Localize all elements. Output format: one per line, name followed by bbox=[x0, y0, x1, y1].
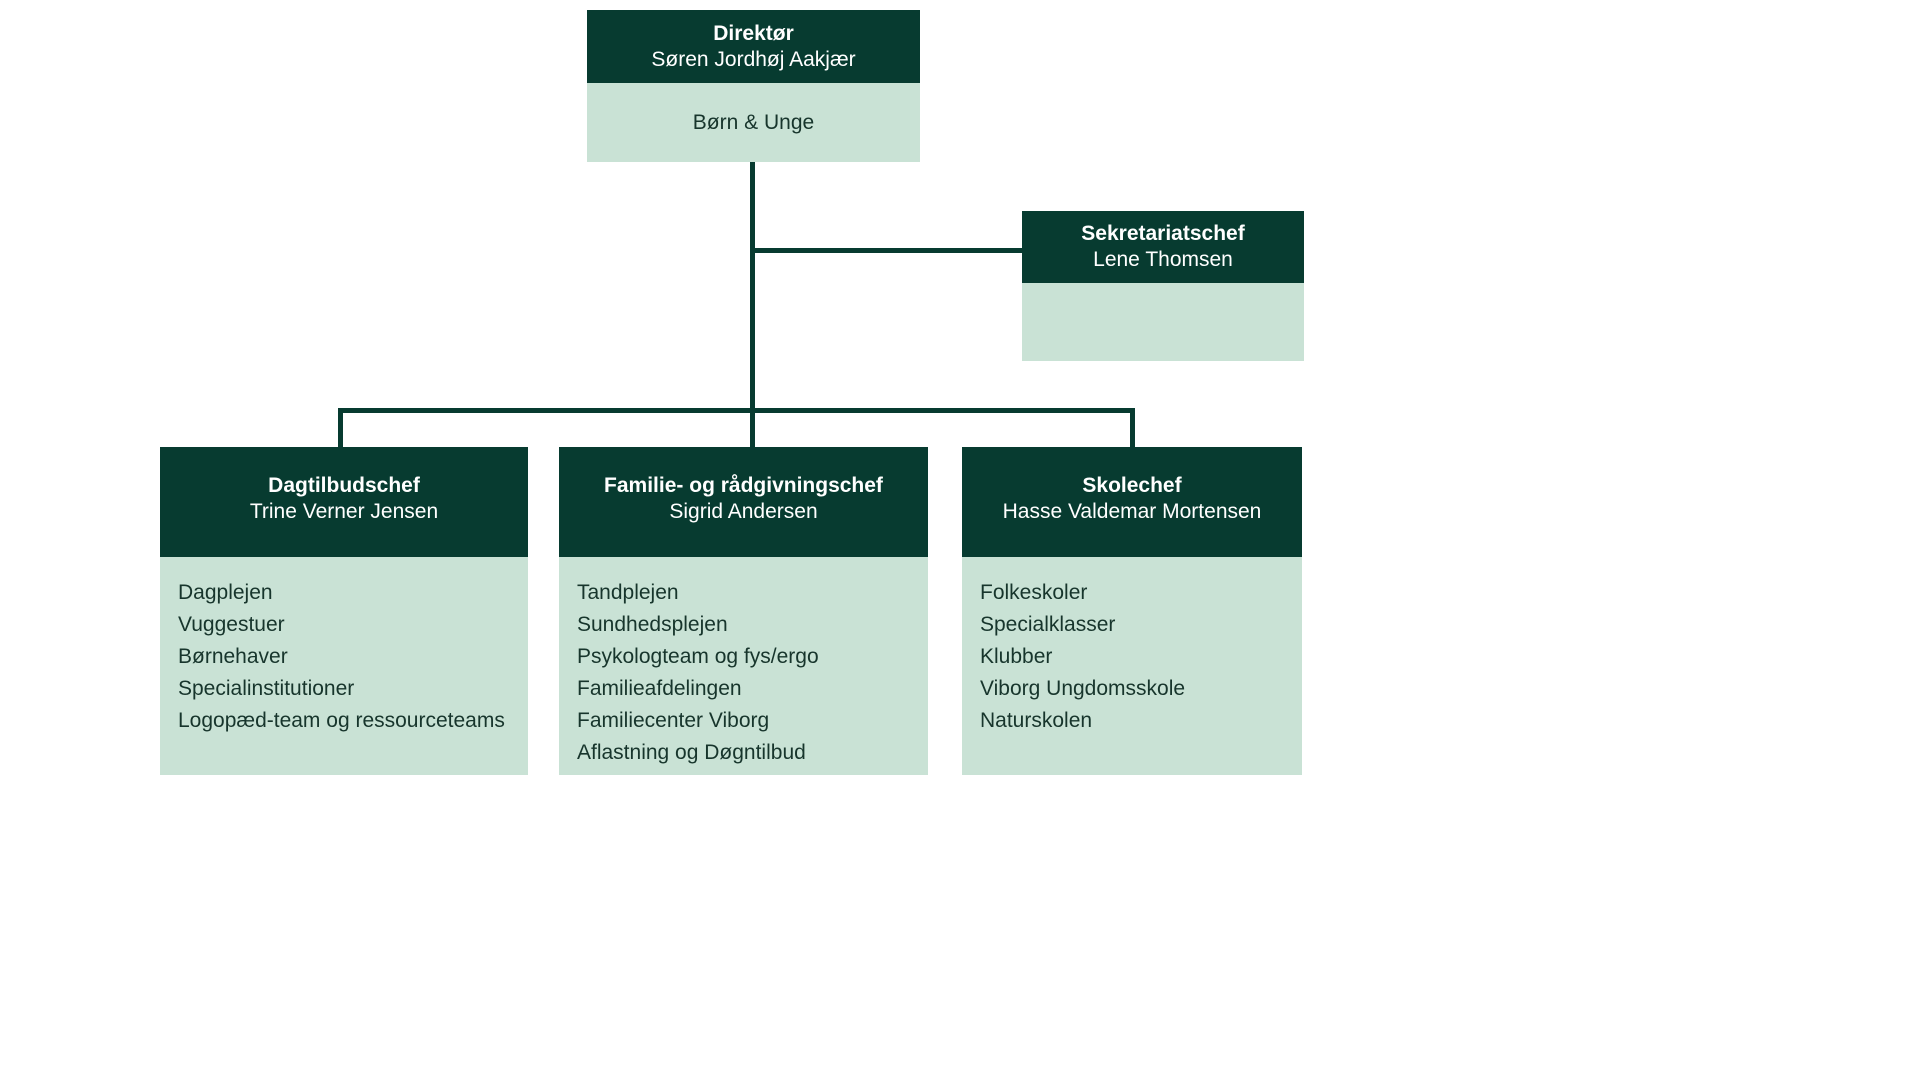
connector-line-horizontal-main bbox=[338, 408, 1135, 413]
org-box-dagtilbud-header: Dagtilbudschef Trine Verner Jensen bbox=[160, 447, 528, 557]
unit-item: Vuggestuer bbox=[178, 613, 285, 636]
dagtilbud-title: Dagtilbudschef bbox=[268, 474, 420, 497]
org-box-dagtilbud-body: Dagplejen Vuggestuer Børnehaver Speciali… bbox=[160, 557, 528, 775]
connector-line-vertical-main bbox=[750, 161, 755, 447]
familie-title: Familie- og rådgivningschef bbox=[604, 474, 883, 497]
org-box-skole-body: Folkeskoler Specialklasser Klubber Vibor… bbox=[962, 557, 1302, 775]
unit-item: Psykologteam og fys/ergo bbox=[577, 645, 819, 668]
secretariat-name: Lene Thomsen bbox=[1093, 248, 1233, 271]
unit-item: Viborg Ungdomsskole bbox=[980, 677, 1186, 700]
unit-item: Naturskolen bbox=[980, 709, 1093, 732]
director-department-label: Børn & Unge bbox=[692, 110, 815, 134]
org-box-director: Direktør Søren Jordhøj Aakjær Børn & Ung… bbox=[587, 10, 920, 162]
org-box-secretariat-header: Sekretariatschef Lene Thomsen bbox=[1022, 211, 1304, 283]
org-box-director-body: Børn & Unge bbox=[587, 83, 920, 162]
org-box-skole-header: Skolechef Hasse Valdemar Mortensen bbox=[962, 447, 1302, 557]
director-title: Direktør bbox=[713, 21, 794, 45]
dagtilbud-unit-list: Dagplejen Vuggestuer Børnehaver Speciali… bbox=[160, 557, 528, 737]
unit-item: Sundhedsplejen bbox=[577, 613, 728, 636]
familie-unit-list: Tandplejen Sundhedsplejen Psykologteam o… bbox=[559, 557, 928, 769]
skole-title: Skolechef bbox=[1082, 474, 1182, 497]
familie-name: Sigrid Andersen bbox=[669, 500, 818, 523]
org-box-skole: Skolechef Hasse Valdemar Mortensen Folke… bbox=[962, 447, 1302, 775]
director-name: Søren Jordhøj Aakjær bbox=[651, 47, 856, 71]
connector-line-secretariat bbox=[750, 248, 1024, 253]
dagtilbud-name: Trine Verner Jensen bbox=[249, 500, 439, 523]
unit-item: Specialinstitutioner bbox=[178, 677, 355, 700]
connector-line-stub-right bbox=[1130, 408, 1135, 447]
org-box-familie: Familie- og rådgivningschef Sigrid Ander… bbox=[559, 447, 928, 775]
unit-item: Klubber bbox=[980, 645, 1053, 668]
skole-unit-list: Folkeskoler Specialklasser Klubber Vibor… bbox=[962, 557, 1302, 737]
unit-item: Tandplejen bbox=[577, 581, 679, 604]
unit-item: Folkeskoler bbox=[980, 581, 1088, 604]
unit-item: Børnehaver bbox=[178, 645, 288, 668]
unit-item: Familieafdelingen bbox=[577, 677, 742, 700]
org-box-dagtilbud: Dagtilbudschef Trine Verner Jensen Dagpl… bbox=[160, 447, 528, 775]
org-box-secretariat: Sekretariatschef Lene Thomsen bbox=[1022, 211, 1304, 361]
secretariat-title: Sekretariatschef bbox=[1081, 222, 1245, 245]
connector-line-stub-left bbox=[338, 408, 343, 447]
org-box-secretariat-body bbox=[1022, 283, 1304, 361]
skole-name: Hasse Valdemar Mortensen bbox=[1002, 500, 1262, 523]
unit-item: Dagplejen bbox=[178, 581, 273, 604]
unit-item: Logopæd-team og ressourceteams bbox=[178, 709, 505, 732]
unit-item: Specialklasser bbox=[980, 613, 1116, 636]
org-box-director-header: Direktør Søren Jordhøj Aakjær bbox=[587, 10, 920, 83]
org-box-familie-body: Tandplejen Sundhedsplejen Psykologteam o… bbox=[559, 557, 928, 775]
org-box-familie-header: Familie- og rådgivningschef Sigrid Ander… bbox=[559, 447, 928, 557]
unit-item: Familiecenter Viborg bbox=[577, 709, 770, 732]
unit-item: Aflastning og Døgntilbud bbox=[577, 741, 806, 764]
